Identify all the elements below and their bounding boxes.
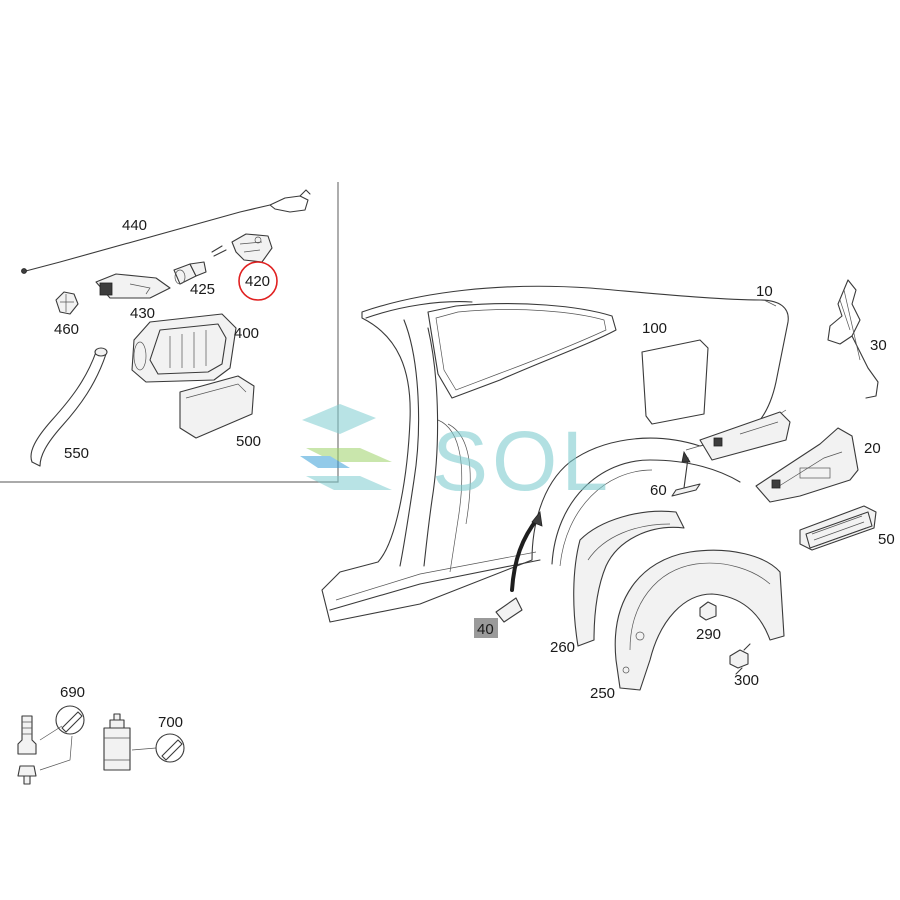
callout-300: 300 (734, 672, 759, 689)
part-430-bracket (95, 273, 171, 299)
part-250-inner-fender (614, 549, 785, 691)
part-50-vent-grille (799, 505, 877, 551)
part-440-release-cable (21, 189, 311, 274)
part-420-actuator (211, 233, 273, 263)
callout-400: 400 (234, 325, 259, 342)
callout-425: 425 (190, 281, 215, 298)
part-300-screw (729, 643, 751, 675)
callout-10: 10 (756, 283, 773, 300)
part-30-harness (827, 279, 879, 399)
callout-60: 60 (650, 482, 667, 499)
part-100-side-panel (321, 285, 791, 623)
part-690-bolt (17, 705, 85, 785)
watermark-logo (300, 404, 392, 490)
part-500-fuel-door (179, 375, 255, 439)
part-40-arrow (495, 511, 543, 623)
part-425-latch-pin (173, 261, 207, 285)
part-460-clip (55, 291, 79, 315)
highlight-circle (238, 261, 278, 301)
callout-100: 100 (642, 320, 667, 337)
part-260-arch-liner (573, 510, 685, 647)
callout-40: 40 (477, 621, 494, 638)
callout-700: 700 (158, 714, 183, 731)
callout-550: 550 (64, 445, 89, 462)
part-60-patch (671, 450, 701, 497)
callout-250: 250 (590, 685, 615, 702)
callout-440: 440 (122, 217, 147, 234)
part-290-nut (699, 601, 717, 621)
callout-690: 690 (60, 684, 85, 701)
callout-50: 50 (878, 531, 895, 548)
callout-420: 420 (245, 273, 270, 290)
callout-260: 260 (550, 639, 575, 656)
part-550-drain-hose (30, 347, 108, 467)
callout-460: 460 (54, 321, 79, 338)
tag-40-background (474, 618, 498, 638)
callout-430: 430 (130, 305, 155, 322)
part-20-rear-rail (755, 427, 859, 503)
callout-500: 500 (236, 433, 261, 450)
leader-10 (763, 299, 777, 307)
callout-30: 30 (870, 337, 887, 354)
part-400-filler-housing (131, 313, 237, 383)
callout-290: 290 (696, 626, 721, 643)
part-700-sealant (103, 713, 185, 771)
watermark-text: SOL (432, 414, 612, 508)
callout-20: 20 (864, 440, 881, 457)
